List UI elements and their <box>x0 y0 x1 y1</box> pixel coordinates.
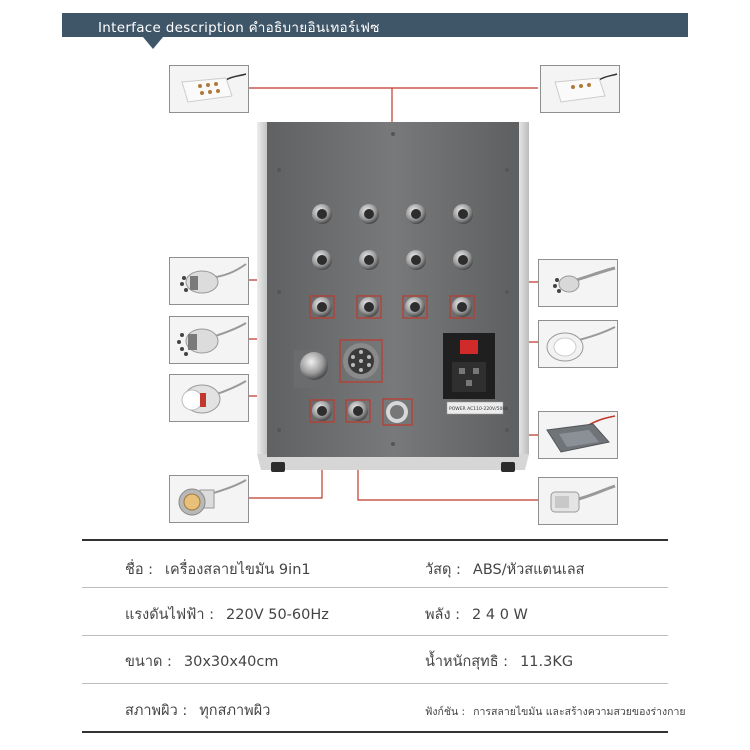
spec-value: เครื่องสลายไขมัน 9in1 <box>165 562 311 578</box>
spec-value: 11.3KG <box>520 654 574 670</box>
spec-label: ขนาด : <box>125 654 172 670</box>
spec-label: พลัง : <box>425 607 461 623</box>
rf-probe-icon <box>553 266 616 293</box>
spec-table-top-border <box>82 539 668 541</box>
spec-value: 2 4 0 W <box>472 607 528 623</box>
spec-power: พลัง : 2 4 0 W <box>425 603 528 626</box>
connector-layer: POWER AC110-220V/50Hz <box>294 204 509 426</box>
spec-net-weight: น้ำหนักสุทธิ : 11.3KG <box>425 650 573 673</box>
spec-value: การสลายไขมัน และสร้างความสวยของร่างกาย <box>473 706 686 718</box>
spec-skin-type: สภาพผิว : ทุกสภาพผิว <box>125 699 270 722</box>
connector-socket[interactable] <box>406 204 426 224</box>
electrode-pad-thumbnail-right <box>540 65 620 113</box>
spec-voltage: แรงดันไฟฟ้า : 220V 50-60Hz <box>125 603 329 626</box>
connector-socket[interactable] <box>406 250 426 270</box>
spec-material: วัสดุ : ABS/หัวสแตนเลส <box>425 558 585 581</box>
electrode-pad-icon <box>554 73 618 103</box>
ultrasound-probe-icon <box>550 484 616 513</box>
spec-label: สภาพผิว : <box>125 703 188 719</box>
spec-row-divider <box>82 683 668 684</box>
machine-back-panel <box>257 122 529 472</box>
led-probe-thumbnail <box>169 475 249 523</box>
power-label-plate: POWER AC110-220V/50Hz <box>446 401 509 415</box>
lower-connector-row <box>309 398 413 426</box>
ultrasound-probe-thumbnail <box>538 477 618 525</box>
vacuum-probe-thumbnail <box>538 320 618 368</box>
connector-socket[interactable] <box>405 297 425 317</box>
spec-label: วัสดุ : <box>425 562 461 578</box>
header-title: Interface description คำอธิบายอินเทอร์เฟ… <box>98 20 380 36</box>
spec-size: ขนาด : 30x30x40cm <box>125 650 279 673</box>
round-din-socket[interactable] <box>386 401 408 423</box>
header-banner-pointer <box>143 37 163 49</box>
middle-connector-row <box>309 295 475 319</box>
spec-label: น้ำหนักสุทธิ : <box>425 654 509 670</box>
control-knob[interactable] <box>294 350 332 388</box>
electrode-pad-icon <box>181 73 247 103</box>
connector-socket[interactable] <box>312 250 332 270</box>
vacuum-probe-icon <box>546 326 616 362</box>
connector-socket[interactable] <box>359 250 379 270</box>
connector-socket[interactable] <box>453 250 473 270</box>
upper-connector-row-2 <box>312 250 473 270</box>
spec-row-divider <box>82 587 668 588</box>
electrode-pad-thumbnail-left <box>169 65 249 113</box>
spec-label: ฟังก์ชัน : <box>425 706 466 718</box>
power-switch-module[interactable] <box>443 333 495 399</box>
led-probe-icon <box>178 479 247 516</box>
cavitation-probe-icon <box>181 380 247 414</box>
connector-socket[interactable] <box>348 401 368 421</box>
header-banner <box>62 13 688 37</box>
connector-socket[interactable] <box>359 204 379 224</box>
multi-pin-socket[interactable] <box>339 339 383 383</box>
spec-table-bottom-border <box>82 731 668 733</box>
connector-socket[interactable] <box>312 401 332 421</box>
connector-socket[interactable] <box>312 297 332 317</box>
rf-probe-icon <box>180 263 247 294</box>
connector-socket[interactable] <box>312 204 332 224</box>
spec-value: 220V 50-60Hz <box>226 607 329 623</box>
spec-value: ทุกสภาพผิว <box>199 703 271 719</box>
spec-name: ชื่อ : เครื่องสลายไขมัน 9in1 <box>125 558 311 581</box>
rf-probe-icon <box>177 322 247 356</box>
svg-text:POWER AC110-220V/50Hz: POWER AC110-220V/50Hz <box>449 406 509 412</box>
connector-socket[interactable] <box>359 297 379 317</box>
spec-label: แรงดันไฟฟ้า : <box>125 607 215 623</box>
upper-connector-row-1 <box>312 204 473 224</box>
foot-pedal-icon <box>546 415 616 453</box>
spec-function: ฟังก์ชัน : การสลายไขมัน และสร้างความสวยขอ… <box>425 703 686 720</box>
foot-pedal-thumbnail <box>538 411 618 459</box>
spec-value: ABS/หัวสแตนเลส <box>472 562 585 578</box>
spec-row-divider <box>82 635 668 636</box>
connector-socket[interactable] <box>453 204 473 224</box>
rf-probe-thumbnail-2 <box>169 316 249 364</box>
rf-small-probe-thumbnail <box>538 259 618 307</box>
spec-label: ชื่อ : <box>125 562 154 578</box>
spec-value: 30x30x40cm <box>183 654 279 670</box>
connector-socket[interactable] <box>452 297 472 317</box>
rf-probe-thumbnail-1 <box>169 257 249 305</box>
cavitation-probe-thumbnail <box>169 374 249 422</box>
